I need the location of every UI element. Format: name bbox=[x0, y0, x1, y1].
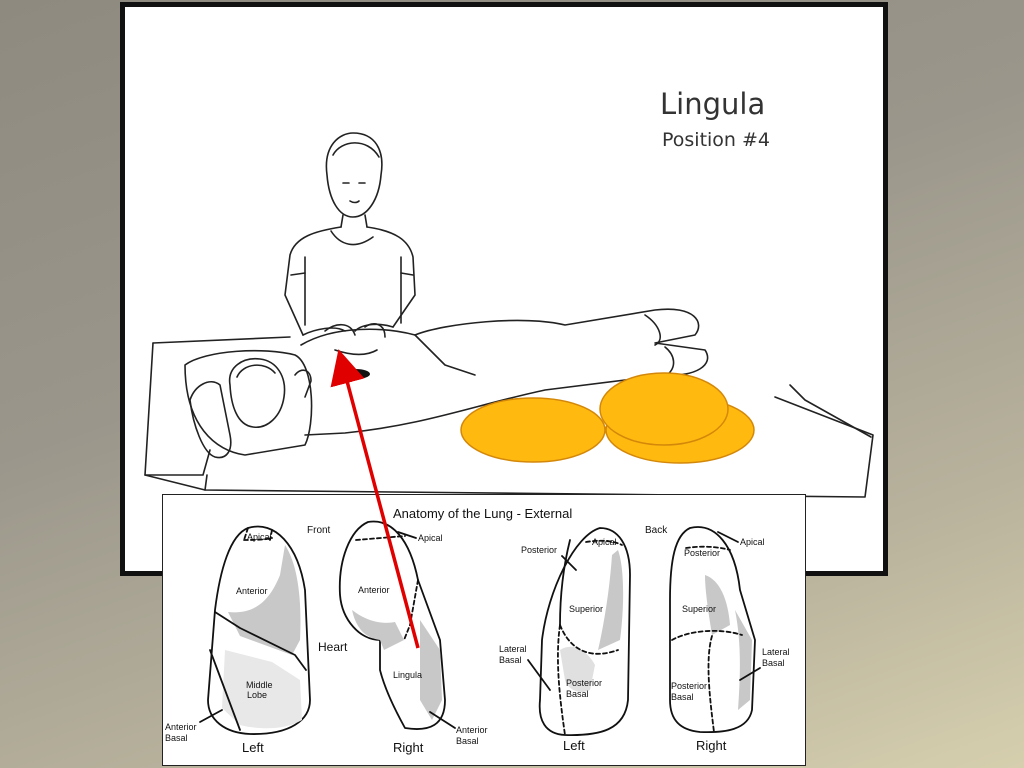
back-right-lung bbox=[669, 526, 756, 734]
slide-panel: Lingula Position #4 bbox=[120, 2, 888, 576]
front-right-apical-label: Apical bbox=[418, 533, 443, 543]
back-left-lung bbox=[538, 527, 631, 736]
back-right-caption: Right bbox=[696, 738, 727, 753]
front-left-caption: Left bbox=[242, 740, 264, 755]
slide-title: Lingula bbox=[660, 87, 766, 121]
back-right-apical-pointer bbox=[717, 531, 739, 543]
back-left-lateral-pointer bbox=[527, 659, 551, 691]
front-left-middle-label: Middle bbox=[246, 680, 273, 690]
front-right-basal-pointer bbox=[429, 711, 456, 729]
front-left-lobe-label: Lobe bbox=[247, 690, 267, 700]
treatment-table bbox=[144, 336, 874, 498]
back-right-lateral-basal-label: Basal bbox=[762, 658, 785, 668]
back-left-caption: Left bbox=[563, 738, 585, 753]
front-left-apical-label: Apical bbox=[247, 532, 272, 542]
patient-figure bbox=[184, 308, 709, 456]
back-right-superior-label: Superior bbox=[682, 604, 716, 614]
back-right-apical-label: Apical bbox=[740, 537, 765, 547]
heart-label: Heart bbox=[318, 640, 348, 654]
back-right-posterior-basal-label-1: Posterior bbox=[671, 681, 707, 691]
back-left-lateral-label: Lateral bbox=[499, 644, 527, 654]
back-right-lateral-pointer bbox=[739, 667, 761, 681]
back-left-posterior-pointer bbox=[561, 555, 577, 571]
back-label: Back bbox=[645, 525, 668, 536]
front-right-anterior-basal-label-2: Basal bbox=[456, 736, 479, 746]
front-right-lingula-label: Lingula bbox=[393, 670, 422, 680]
front-right-anterior-basal-label-1: Anterior bbox=[456, 725, 488, 735]
back-left-posterior-label: Posterior bbox=[521, 545, 557, 555]
head-pillow bbox=[189, 381, 232, 459]
back-left-posterior-basal-label-2: Basal bbox=[566, 689, 589, 699]
front-right-caption: Right bbox=[393, 740, 424, 755]
front-left-anterior-basal-label-2: Basal bbox=[165, 733, 188, 743]
contact-point bbox=[342, 369, 370, 379]
lung-anatomy-diagram: Anatomy of the Lung - External Front Bac… bbox=[165, 506, 790, 755]
treatment-illustration bbox=[144, 132, 874, 498]
front-left-anterior-label: Anterior bbox=[236, 586, 268, 596]
back-right-posterior-label: Posterior bbox=[684, 548, 720, 558]
back-left-superior-label: Superior bbox=[569, 604, 603, 614]
front-left-lung bbox=[207, 525, 311, 735]
slide-subtitle: Position #4 bbox=[662, 129, 771, 151]
front-label: Front bbox=[307, 525, 331, 536]
back-right-posterior-basal-label-2: Basal bbox=[671, 692, 694, 702]
back-left-apical-label: Apical bbox=[592, 537, 617, 547]
back-left-lateral-basal-label: Basal bbox=[499, 655, 522, 665]
front-right-anterior-label: Anterior bbox=[358, 585, 390, 595]
lung-anatomy-panel: Anatomy of the Lung - External Front Bac… bbox=[162, 494, 806, 766]
front-left-anterior-basal-label-1: Anterior bbox=[165, 722, 197, 732]
front-left-basal-pointer bbox=[199, 709, 223, 723]
therapist-figure bbox=[284, 132, 416, 336]
back-right-lateral-label: Lateral bbox=[762, 647, 790, 657]
anatomy-title: Anatomy of the Lung - External bbox=[393, 506, 572, 521]
back-left-posterior-basal-label-1: Posterior bbox=[566, 678, 602, 688]
front-right-lung bbox=[338, 520, 446, 730]
